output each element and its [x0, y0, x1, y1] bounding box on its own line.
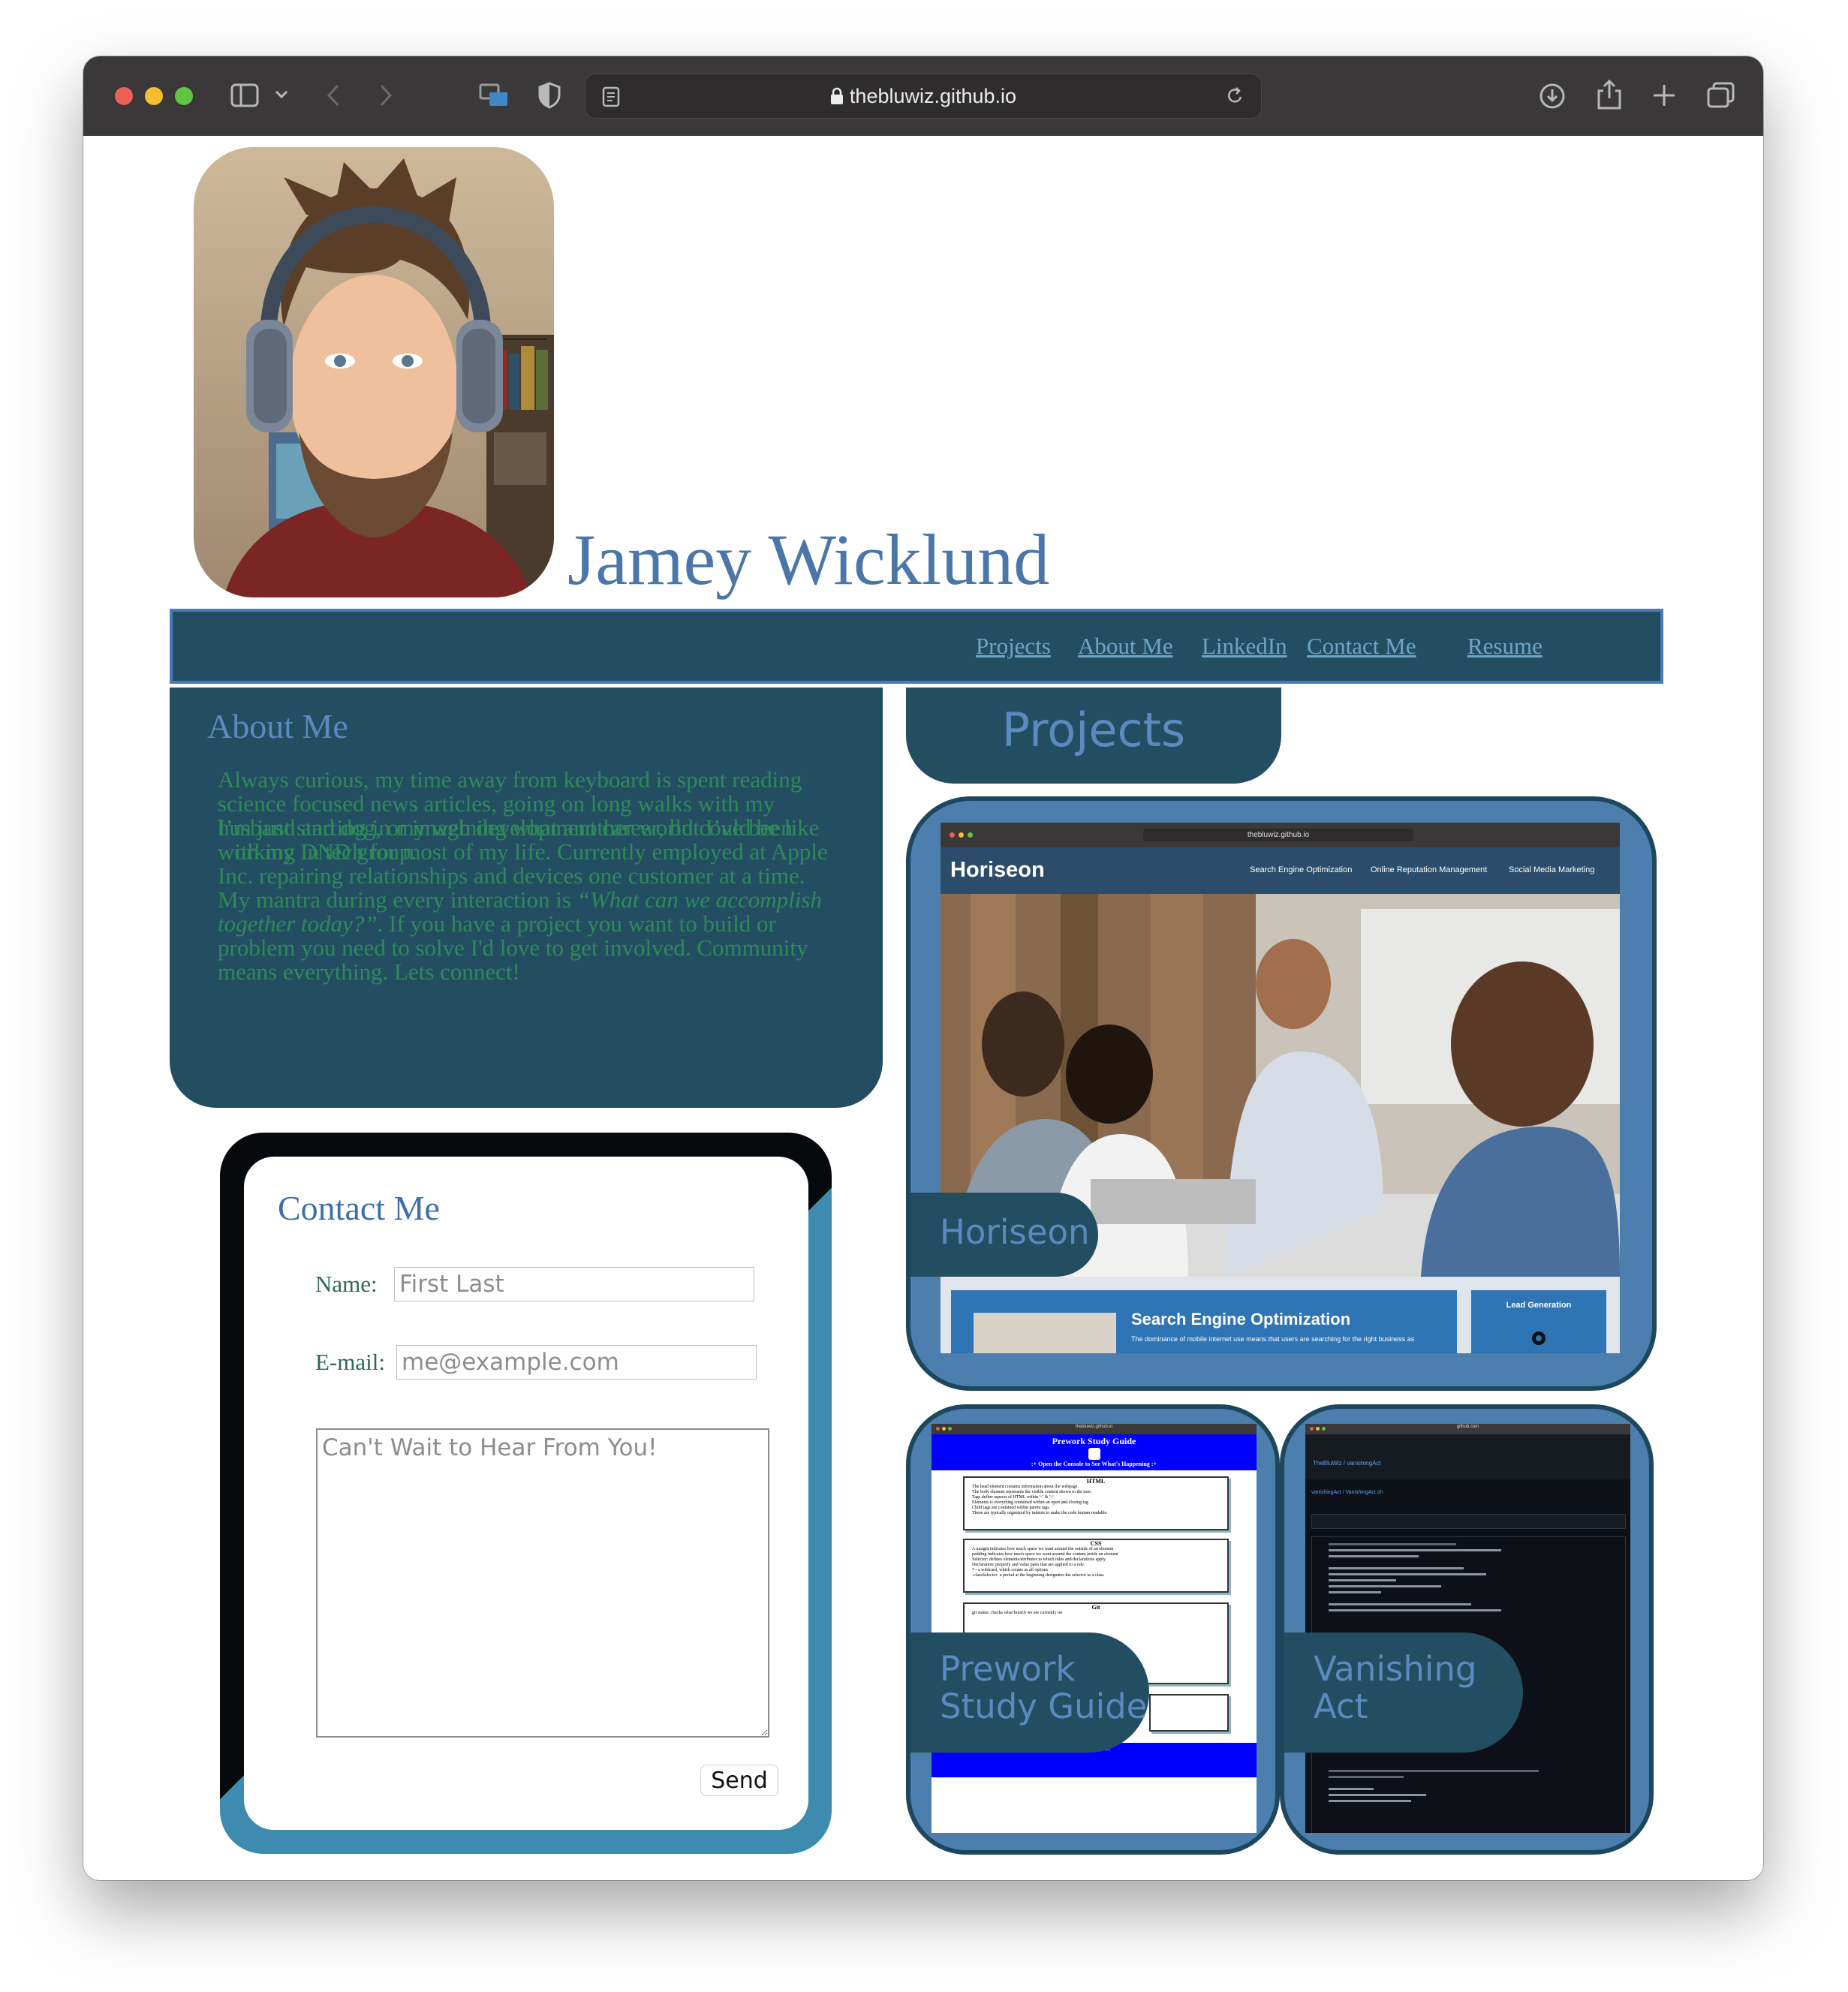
horiseon-shot-nav-1: Search Engine Optimization — [1250, 865, 1353, 874]
prework-screenshot: thebluwiz.github.io Prework Study Guide … — [932, 1424, 1257, 1833]
address-bar[interactable]: thebluwiz.github.io — [585, 74, 1262, 119]
project-label-prework-study-guide: Prework Study Guide — [910, 1632, 1149, 1753]
email-label: E-mail: — [315, 1349, 385, 1375]
horiseon-shot-brand: Horiseon — [950, 858, 1045, 882]
reader-icon[interactable] — [602, 86, 620, 107]
chevron-down-icon[interactable] — [275, 89, 288, 100]
web-page: Jamey Wicklund Projects About Me LinkedI… — [83, 136, 1763, 1880]
horiseon-shot-feature: Search Engine Optimization The dominance… — [951, 1290, 1457, 1353]
minimize-window-button[interactable] — [145, 87, 163, 105]
contact-form: Contact Me Name: E-mail: Send — [244, 1157, 808, 1830]
send-button[interactable]: Send — [700, 1765, 778, 1796]
horiseon-shot-side-title: Lead Generation — [1506, 1301, 1572, 1310]
about-mantra: “What can we accomplish together today?” — [218, 886, 822, 937]
project-label-vanishing-act: Vanishing Act — [1284, 1632, 1523, 1753]
close-window-button[interactable] — [115, 87, 133, 105]
sidebar-icon[interactable] — [230, 83, 259, 107]
forward-icon[interactable] — [378, 83, 393, 107]
download-icon[interactable] — [1539, 83, 1566, 110]
nav-link-about-me[interactable]: About Me — [1078, 633, 1173, 659]
horiseon-shot-header: Horiseon Search Engine Optimization Onli… — [941, 847, 1620, 894]
about-paragraph-1: Always curious, my time away from keyboa… — [218, 766, 820, 865]
nav-link-linkedin[interactable]: LinkedIn — [1202, 633, 1287, 659]
shield-icon[interactable] — [538, 82, 561, 109]
vanishing-act-screenshot: github.com TheBluWiz / vanishingAct vani… — [1305, 1424, 1630, 1833]
vanishing-shot-github-header: TheBluWiz / vanishingAct — [1305, 1434, 1630, 1479]
projects-heading: Projects — [1001, 703, 1186, 757]
message-textarea[interactable] — [316, 1428, 769, 1738]
project-label-horiseon: Horiseon — [910, 1193, 1098, 1277]
name-label: Name: — [315, 1271, 378, 1297]
page-title: Jamey Wicklund — [567, 519, 1050, 600]
about-paragraph-2: I’m just starting in my web development … — [218, 816, 841, 984]
horiseon-shot-side: Lead Generation — [1471, 1290, 1606, 1353]
browser-window: thebluwiz.github.io — [83, 56, 1763, 1880]
vanishing-shot-file-path: vanishingAct / VanishingAct.sh — [1311, 1490, 1383, 1495]
new-tab-icon[interactable] — [1652, 83, 1676, 107]
prework-shot-html-box: HTML The head element contains informati… — [963, 1476, 1229, 1530]
main-nav: Projects About Me LinkedIn Contact Me Re… — [170, 609, 1663, 684]
back-icon[interactable] — [326, 83, 341, 107]
project-card-prework-study-guide[interactable]: thebluwiz.github.io Prework Study Guide … — [906, 1404, 1280, 1855]
profile-photo — [194, 147, 554, 597]
nav-link-projects[interactable]: Projects — [976, 633, 1051, 659]
project-card-vanishing-act[interactable]: github.com TheBluWiz / vanishingAct vani… — [1280, 1404, 1654, 1855]
about-section: About Me Always curious, my time away fr… — [170, 688, 883, 1108]
prework-shot-header: Prework Study Guide :+ Open the Console … — [932, 1434, 1257, 1470]
screen-share-icon[interactable] — [479, 83, 509, 109]
about-paragraph-2-end: . If you have a project you want to buil… — [218, 910, 808, 985]
horiseon-shot-nav-2: Online Reputation Management — [1371, 865, 1488, 874]
prework-shot-css-box: CSS A margin indicates how much space we… — [963, 1539, 1229, 1593]
email-input[interactable] — [396, 1345, 757, 1380]
vanishing-shot-url: github.com — [1456, 1425, 1479, 1429]
reload-icon[interactable] — [1225, 86, 1245, 107]
contact-heading: Contact Me — [278, 1189, 440, 1227]
tabs-overview-icon[interactable] — [1707, 82, 1735, 109]
horiseon-shot-feature-text: The dominance of mobile internet use mea… — [1131, 1335, 1415, 1343]
url-text: thebluwiz.github.io — [849, 85, 1017, 107]
project-card-horiseon[interactable]: thebluwiz.github.io Horiseon Search Engi… — [906, 796, 1657, 1391]
horiseon-shot-url: thebluwiz.github.io — [1143, 829, 1413, 841]
nav-link-contact-me[interactable]: Contact Me — [1307, 633, 1416, 659]
contact-section: Contact Me Name: E-mail: Send — [220, 1133, 832, 1854]
name-input[interactable] — [394, 1267, 754, 1301]
nav-link-resume[interactable]: Resume — [1467, 633, 1543, 659]
about-heading: About Me — [207, 707, 348, 745]
about-paragraph-2-text: I’m just starting in my web development … — [218, 814, 828, 913]
zoom-window-button[interactable] — [175, 87, 193, 105]
vanishing-shot-code — [1311, 1536, 1626, 1833]
browser-toolbar: thebluwiz.github.io — [83, 56, 1763, 136]
horiseon-shot-feature-title: Search Engine Optimization — [1131, 1310, 1351, 1329]
prework-shot-url: thebluwiz.github.io — [1075, 1425, 1113, 1429]
prework-shot-subtitle: :+ Open the Console to See What's Happen… — [1031, 1461, 1157, 1467]
octocat-icon — [1088, 1448, 1100, 1460]
vanishing-shot-repo: TheBluWiz / vanishingAct — [1313, 1460, 1381, 1467]
prework-shot-title: Prework Study Guide — [1052, 1436, 1136, 1446]
projects-heading-tab: Projects — [906, 688, 1281, 784]
horiseon-shot-nav-3: Social Media Marketing — [1509, 865, 1595, 874]
share-icon[interactable] — [1597, 79, 1622, 110]
gear-icon — [1532, 1332, 1546, 1345]
lock-icon — [830, 87, 843, 104]
